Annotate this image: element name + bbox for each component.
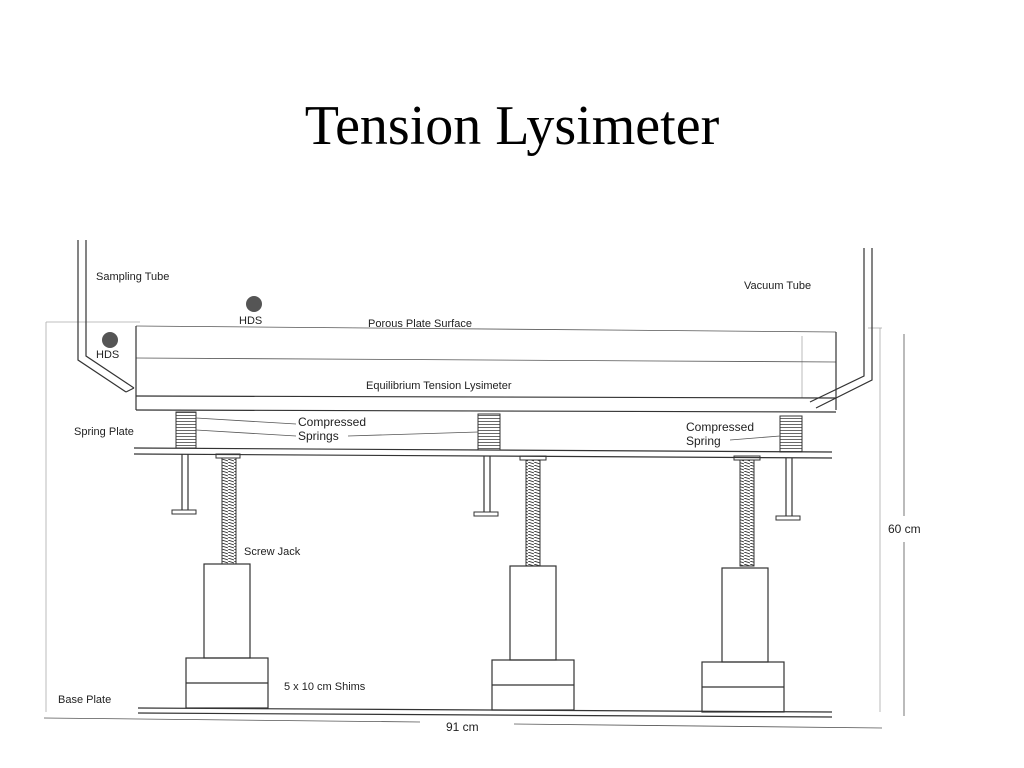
base-plate — [137, 707, 833, 718]
label-hds-top: HDS — [239, 315, 262, 327]
dimension-lines — [43, 334, 905, 729]
screw-thread-right — [739, 459, 755, 567]
label-compressed-springs-2: Springs — [298, 429, 339, 443]
slide-title: Tension Lysimeter — [304, 95, 720, 157]
label-compressed-spring-1: Compressed — [686, 420, 754, 434]
label-base-plate: Base Plate — [58, 694, 111, 706]
label-spring-plate: Spring Plate — [74, 426, 134, 438]
spring-plate — [133, 447, 833, 459]
label-screw-jack: Screw Jack — [244, 546, 301, 558]
leader-lines — [195, 417, 781, 441]
label-width-dimension: 91 cm — [446, 720, 479, 734]
bolts — [171, 454, 801, 521]
screw-thread-middle — [525, 459, 541, 567]
label-height-dimension: 60 cm — [888, 522, 921, 536]
label-vacuum-tube: Vacuum Tube — [744, 280, 811, 292]
hds-sensor-top — [246, 296, 262, 312]
vacuum-tube — [801, 248, 873, 409]
label-equilibrium-tension-lysimeter: Equilibrium Tension Lysimeter — [366, 380, 512, 392]
label-porous-plate-surface: Porous Plate Surface — [368, 318, 472, 330]
label-hds-left: HDS — [96, 349, 119, 361]
hds-sensor-left — [102, 332, 118, 348]
screw-thread-left — [221, 457, 237, 565]
jack-bodies — [203, 563, 769, 663]
label-compressed-spring-2: Spring — [686, 434, 721, 448]
label-sampling-tube: Sampling Tube — [96, 271, 169, 283]
enclosure-outline — [45, 321, 882, 712]
label-compressed-springs-1: Compressed — [298, 415, 366, 429]
lysimeter-body — [135, 325, 837, 413]
spring-middle — [477, 413, 501, 451]
screw-jacks — [215, 453, 761, 567]
sampling-tube — [77, 240, 135, 393]
spring-left — [175, 411, 197, 449]
label-shims: 5 x 10 cm Shims — [284, 681, 366, 693]
spring-right — [779, 415, 803, 453]
shims — [185, 657, 785, 713]
